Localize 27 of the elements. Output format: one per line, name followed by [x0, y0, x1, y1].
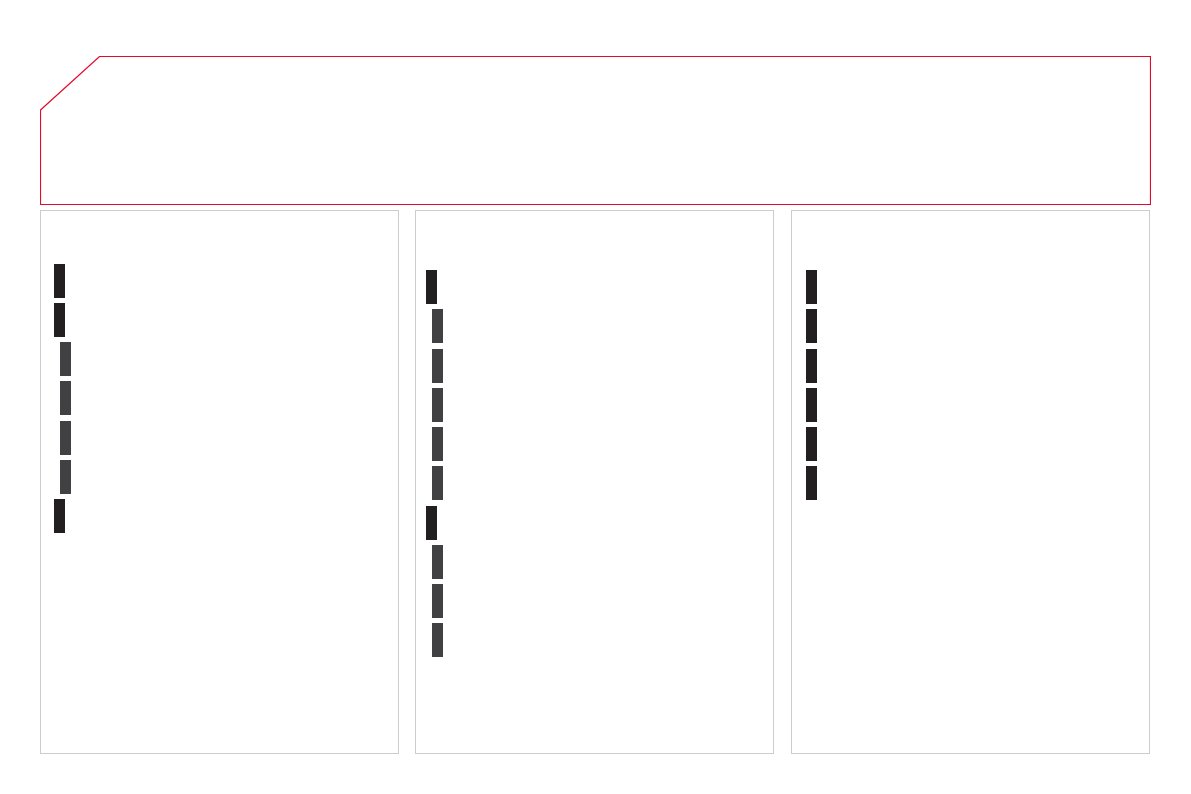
tab-marker-bar [806, 388, 817, 422]
content-panel [791, 210, 1150, 754]
header-frame [40, 56, 1151, 205]
tab-marker-bar [426, 506, 437, 540]
tab-marker-bar [432, 584, 443, 618]
tab-marker-bar [54, 303, 65, 337]
tab-marker-bar [54, 264, 65, 298]
tab-marker-bar [432, 349, 443, 383]
tab-marker-bar [806, 349, 817, 383]
tab-marker-bar [806, 466, 817, 500]
tab-marker-bar [60, 381, 71, 415]
tab-marker-bar [432, 623, 443, 657]
tab-marker-bar [806, 270, 817, 304]
tab-marker-bar [432, 388, 443, 422]
tab-marker-bar [432, 545, 443, 579]
content-panel [40, 210, 399, 754]
tab-marker-bar [432, 309, 443, 343]
tab-marker-bar [432, 427, 443, 461]
tab-marker-bar [60, 460, 71, 494]
tab-marker-bar [426, 270, 437, 304]
tab-marker-bar [60, 421, 71, 455]
tab-marker-bar [806, 427, 817, 461]
tab-marker-bar [806, 309, 817, 343]
content-panel [415, 210, 774, 754]
tab-marker-bar [432, 466, 443, 500]
tab-marker-bar [60, 342, 71, 376]
tab-marker-bar [54, 499, 65, 533]
